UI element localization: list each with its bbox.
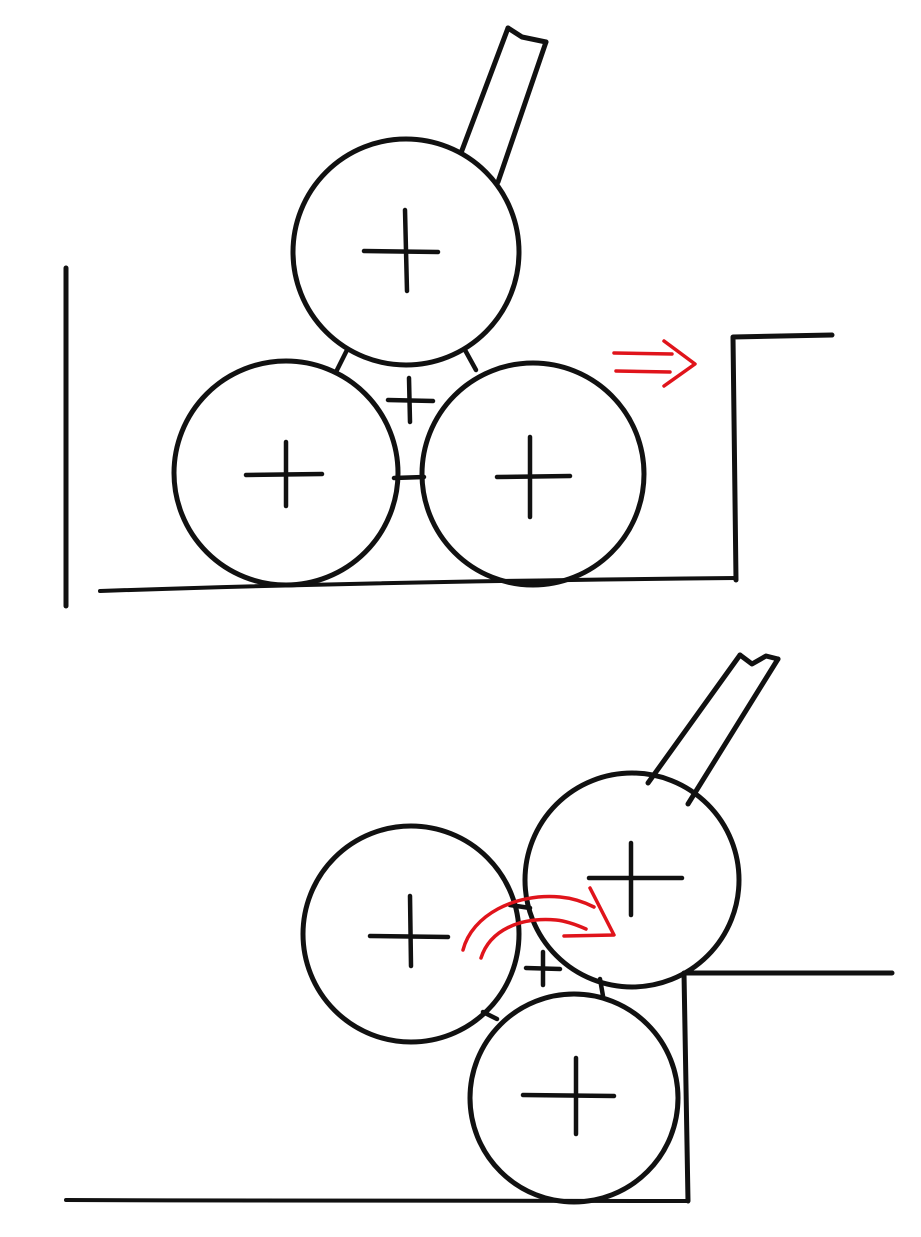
axle-cross-icon [367,893,451,969]
axle-cross-icon [586,840,685,918]
wheel-upper [290,136,522,368]
hub-cross-icon [523,949,563,988]
axle-cross-icon [520,1055,617,1137]
hub-cross-icon [385,375,436,425]
wheel-lower-right [419,360,647,588]
axle-cross-icon [494,434,573,520]
wheel-upper-right [522,770,742,990]
spoke-frame [333,347,479,481]
ground-line [64,1198,690,1203]
double-arrow-right-icon [612,339,697,388]
wheel-lower-left [171,358,401,588]
top-panel [63,25,835,609]
step-edge-line [681,970,895,1204]
wheel-left [300,823,522,1045]
wheel-lower [467,991,681,1205]
handle-bar [645,652,781,807]
step-edge-line [730,332,835,583]
axle-cross-icon [361,207,441,294]
curved-arrow-right-icon [461,886,616,960]
axle-cross-icon [243,439,325,509]
handle-bar [458,25,549,185]
bottom-panel [64,652,895,1205]
ground-line [98,576,738,593]
